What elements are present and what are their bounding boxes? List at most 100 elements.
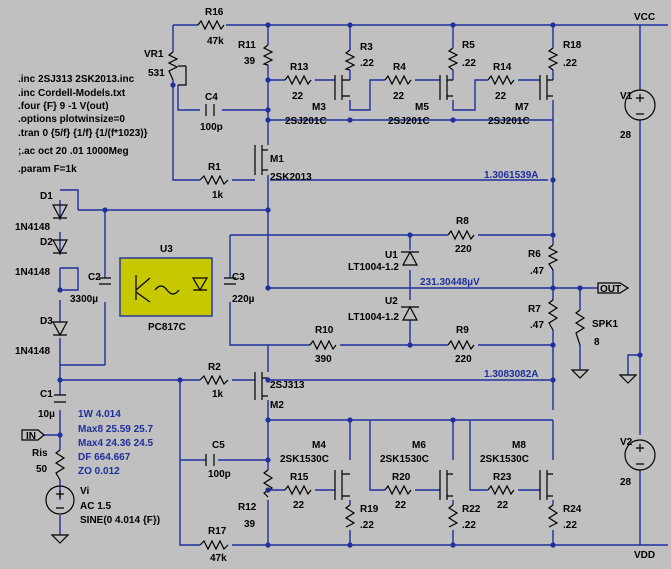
label-d1-value: 1N4148 (15, 222, 50, 233)
label-c1-value: 10µ (38, 409, 55, 420)
label-r6-name: R6 (528, 249, 541, 260)
label-r24-value: .22 (563, 520, 577, 531)
net-vdd: VDD (634, 550, 655, 561)
label-u3-value: PC817C (148, 322, 186, 333)
probe-lower-current: 1.3083082A (484, 369, 539, 380)
label-spk1-name: SPK1 (592, 319, 619, 330)
probe-readouts: 1.3061539A 231.30448µV 1.3083082A (420, 170, 539, 380)
label-r9-name: R9 (456, 325, 469, 336)
net-labels: VCC VDD OUT IN (26, 12, 655, 561)
label-m4-value: 2SK1530C (280, 454, 329, 465)
label-d2-value: 1N4148 (15, 267, 50, 278)
probe-upper-current: 1.3061539A (484, 170, 539, 181)
label-r5-name: R5 (462, 40, 475, 51)
label-m8-name: M8 (512, 440, 526, 451)
label-r14-value: 22 (495, 91, 507, 102)
directive-ac: ;.ac oct 20 .01 1000Meg (18, 146, 129, 157)
result-max8: Max8 25.59 25.7 (78, 424, 153, 435)
label-c5-name: C5 (212, 440, 225, 451)
label-m5-value: 2SJ201C (388, 116, 430, 127)
components (21, 19, 656, 551)
label-r15-value: 22 (293, 500, 305, 511)
label-r3-value: .22 (360, 58, 374, 69)
label-r20-value: 22 (395, 500, 407, 511)
net-in: IN (26, 431, 36, 442)
label-r17-name: R17 (208, 526, 227, 537)
label-r9-value: 220 (455, 354, 472, 365)
label-spk1-value: 8 (594, 337, 600, 348)
label-r4-value: 22 (393, 91, 405, 102)
label-r11-name: R11 (238, 40, 256, 51)
label-r13-value: 22 (292, 91, 304, 102)
label-d1-name: D1 (40, 191, 53, 202)
label-m2-name: M2 (270, 400, 284, 411)
directive-inc-b: .inc Cordell-Models.txt (18, 88, 126, 99)
label-m6-value: 2SK1530C (380, 454, 429, 465)
label-c3-value: 220µ (232, 294, 255, 305)
label-r18-value: .22 (563, 58, 577, 69)
label-r23-name: R23 (493, 472, 512, 483)
label-r17-value: 47k (210, 553, 227, 564)
label-u1-value: LT1004-1.2 (348, 262, 399, 273)
label-c4-name: C4 (205, 92, 218, 103)
label-r5-value: .22 (462, 58, 476, 69)
label-vr1-value: 531 (148, 68, 165, 79)
label-r19-value: .22 (360, 520, 374, 531)
label-r7-name: R7 (528, 304, 541, 315)
label-vr1-name: VR1 (144, 49, 164, 60)
label-u2-name: U2 (385, 296, 398, 307)
label-m1-value: 2SK2013 (270, 172, 312, 183)
label-r8-value: 220 (455, 244, 472, 255)
label-m5-name: M5 (415, 102, 429, 113)
spice-directives: .inc 2SJ313 2SK2013.inc .inc Cordell-Mod… (18, 74, 148, 175)
label-c5-value: 100p (208, 469, 231, 480)
label-r22-name: R22 (462, 504, 481, 515)
label-r3-name: R3 (360, 42, 373, 53)
label-r13-name: R13 (290, 62, 309, 73)
label-r4-name: R4 (393, 62, 406, 73)
part-labels: R16 47k R11 39 R3 .22 R5 .22 R18 .22 R13… (15, 7, 633, 564)
label-v2-value: 28 (620, 477, 632, 488)
label-r16-value: 47k (207, 36, 224, 47)
label-v1-name: V1 (620, 91, 633, 102)
result-max4: Max4 24.36 24.5 (78, 438, 153, 449)
label-c2-name: C2 (88, 272, 101, 283)
net-out: OUT (600, 284, 621, 295)
result-df: DF 664.667 (78, 452, 131, 463)
label-c1-name: C1 (40, 389, 53, 400)
directive-param: .param F=1k (18, 164, 77, 175)
label-v2-name: V2 (620, 437, 633, 448)
label-r24-name: R24 (563, 504, 582, 515)
label-d3-name: D3 (40, 316, 53, 327)
label-m6-name: M6 (412, 440, 426, 451)
probe-output-voltage: 231.30448µV (420, 277, 480, 288)
label-r19-name: R19 (360, 504, 379, 515)
label-vi-name: Vi (80, 486, 89, 497)
label-r7-value: .47 (530, 320, 544, 331)
label-r22-value: .22 (462, 520, 476, 531)
directive-tran: .tran 0 {5/f} {1/f} {1/(f*1023)} (18, 128, 148, 139)
label-m7-name: M7 (515, 102, 529, 113)
label-m1-name: M1 (270, 154, 284, 165)
label-vi-value: AC 1.5 (80, 501, 112, 512)
label-c2-value: 3300µ (70, 294, 98, 305)
label-d2-name: D2 (40, 237, 53, 248)
label-u3-name: U3 (160, 244, 173, 255)
net-vcc: VCC (634, 12, 655, 23)
label-v1-value: 28 (620, 130, 632, 141)
label-r11-value: 39 (244, 56, 256, 67)
result-zo: ZO 0.012 (78, 466, 120, 477)
label-r10-value: 390 (315, 354, 332, 365)
label-m3-value: 2SJ201C (285, 116, 327, 127)
label-u2-value: LT1004-1.2 (348, 312, 399, 323)
label-ris-value: 50 (36, 464, 48, 475)
label-vi-extra: SINE(0 4.014 {F}) (80, 515, 160, 526)
result-power: 1W 4.014 (78, 409, 121, 420)
label-r2-value: 1k (212, 389, 224, 400)
label-r6-value: .47 (530, 266, 544, 277)
label-r12-name: R12 (238, 502, 257, 513)
label-r18-name: R18 (563, 40, 582, 51)
label-r16-name: R16 (205, 7, 224, 18)
label-ris-name: Ris (32, 448, 48, 459)
